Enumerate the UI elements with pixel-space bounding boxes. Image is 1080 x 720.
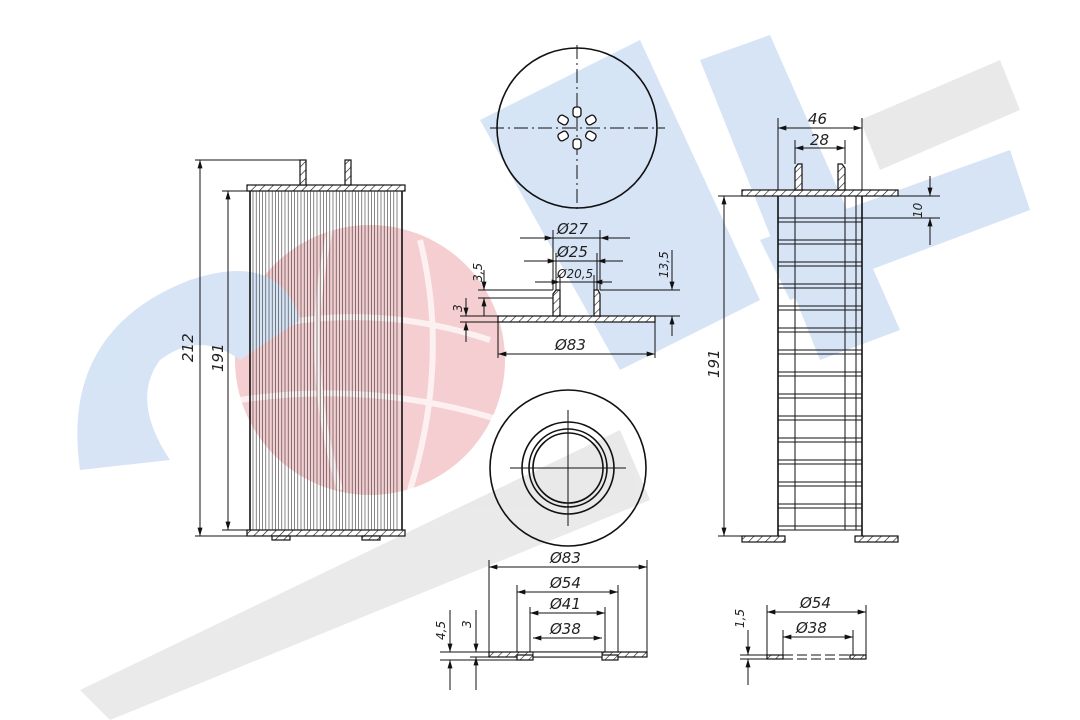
dim-stud-tip: 3,5 (471, 263, 485, 282)
dim-bottom-d38: Ø38 (549, 620, 581, 638)
watermark-ru (860, 60, 1020, 170)
dim-bottom-d83: Ø83 (549, 549, 581, 567)
watermark-letter-p (480, 40, 760, 370)
dim-plate-thickness: 3 (451, 304, 465, 312)
watermark-letter-c (77, 271, 300, 470)
dim-core-height: 191 (705, 349, 723, 378)
dim-overall-height: 212 (179, 333, 197, 362)
dim-d27: Ø27 (556, 220, 588, 238)
slot-icon (572, 106, 582, 118)
watermark (77, 35, 1030, 720)
dim-plate-d83: Ø83 (554, 336, 586, 354)
dim-bottom-d54: Ø54 (549, 574, 581, 592)
dim-core-bottom-thickness: 1,5 (733, 609, 747, 628)
watermark-text-band (80, 430, 650, 720)
dim-body-height: 191 (209, 343, 227, 372)
watermark-letter-l (700, 35, 900, 360)
dim-stud-height: 13,5 (657, 251, 671, 278)
dim-core-bottom-d38: Ø38 (795, 619, 827, 637)
dim-d25: Ø25 (556, 243, 588, 261)
center-tube-bottom-section: Ø54 Ø38 1,5 (733, 594, 867, 685)
dim-total-thickness: 4,5 (434, 621, 448, 640)
bottom-plate-section: Ø83 Ø54 Ø41 Ø38 4,5 3 (434, 549, 648, 690)
slot-icon (557, 130, 570, 142)
dim-core-28: 28 (810, 131, 829, 149)
dim-core-bottom-d54: Ø54 (799, 594, 831, 612)
filter-side-view: 212 191 (179, 159, 406, 541)
dim-bottom-d41: Ø41 (549, 595, 581, 613)
top-plate-section: Ø27 Ø25 Ø20,5 3,5 3 13,5 Ø83 (451, 220, 680, 358)
slot-icon (584, 114, 597, 126)
dim-d20-5: Ø20,5 (556, 267, 593, 281)
watermark-globe (235, 225, 505, 495)
slot-icon (572, 138, 582, 150)
dim-core-46: 46 (808, 110, 827, 128)
slot-icon (557, 114, 570, 126)
center-tube-view: 46 28 10 191 (705, 110, 940, 543)
bottom-plan-view (489, 389, 647, 547)
slot-icon (584, 130, 597, 142)
dim-flange-offset: 10 (911, 202, 925, 218)
top-plan-view (490, 45, 665, 212)
dim-plate-thickness-bottom: 3 (460, 620, 474, 628)
